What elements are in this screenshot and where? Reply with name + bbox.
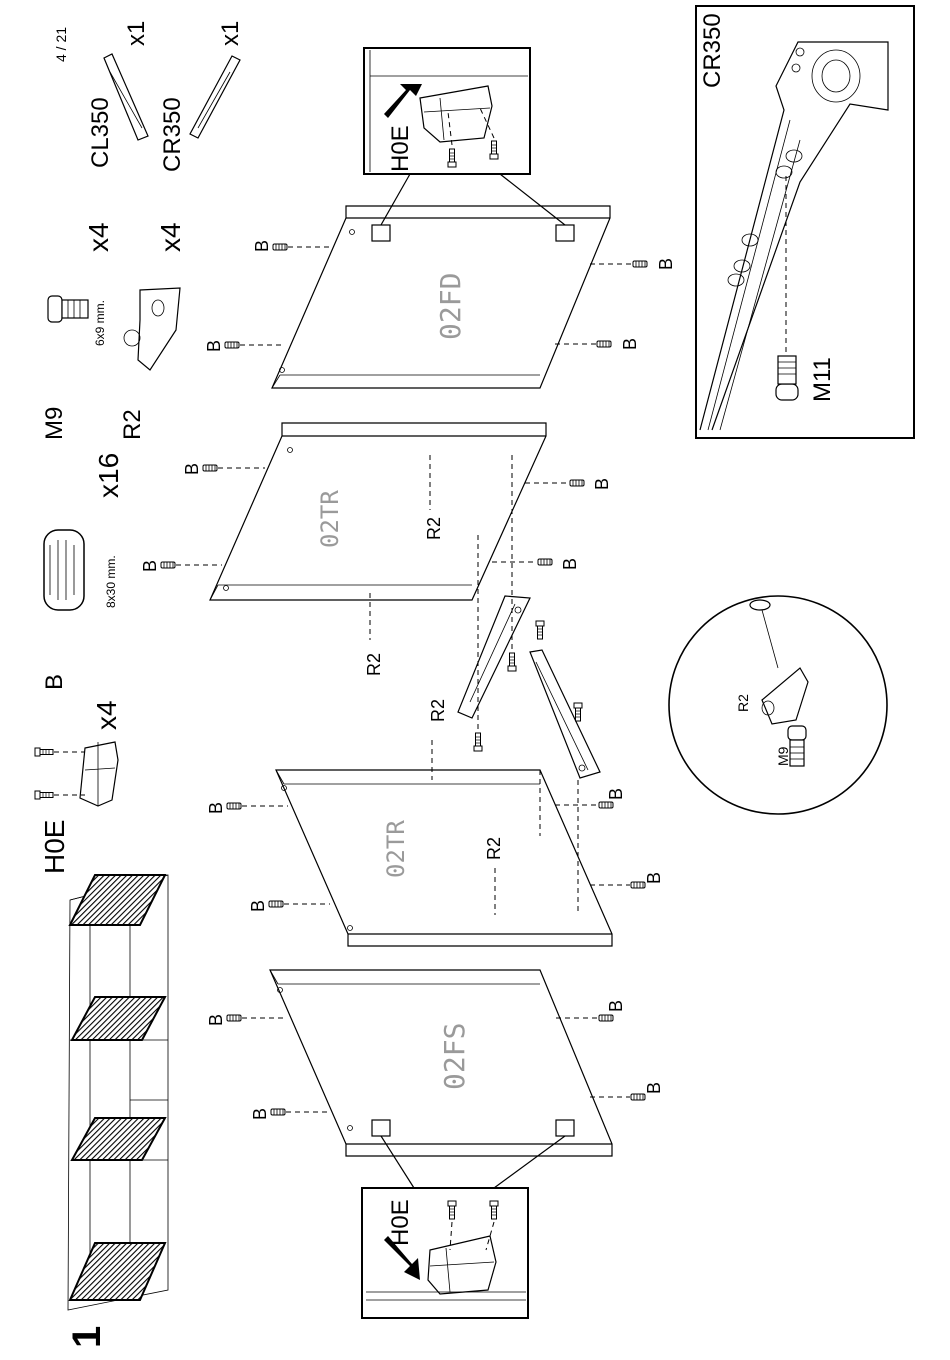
panel-label-02tr-lower: 02TR [382,820,410,878]
cr350-qty: x1 [217,21,244,46]
b-label: B [140,560,160,572]
panel-label-02fs: 02FS [438,1023,471,1090]
bracket-seat [372,1120,390,1136]
b-label: B [206,1014,226,1026]
hatched-front-2 [72,997,165,1040]
h0e-detail-right: H0E [364,48,565,225]
h0e-code: H0E [39,820,70,874]
r2-cam-icon [124,288,180,370]
dowels-02fs: B B B B [206,1000,664,1120]
cr350-box-screw: M11 [809,357,836,402]
r2-label: R2 [364,653,384,676]
runner-cl350 [458,596,530,718]
runner-cr350 [530,650,600,778]
b-label: B [606,1000,626,1012]
b-label: B [560,558,580,570]
b-label: B [644,872,664,884]
b-label: B [656,258,676,270]
r2-label: R2 [484,837,504,860]
b-label: B [644,1082,664,1094]
b-qty: x16 [93,453,124,498]
dowels-02tr-upper: B B B B [140,463,612,572]
b-label: B [252,240,272,252]
drawer-runners [458,596,600,778]
b-label: B [248,900,268,912]
panel-02fs: 02FS [270,970,612,1156]
page-indicator: 4 / 21 [53,27,69,62]
h0e-callout-left: H0E [387,1199,414,1246]
b-code: B [41,674,68,690]
cr350-runner-icon [190,56,240,138]
m9-qty: x4 [83,222,114,252]
b-label: B [250,1108,270,1120]
h0e-qty: x4 [91,700,122,730]
cl350-code: CL350 [87,97,114,168]
b-label: B [206,802,226,814]
bracket-seat [556,225,574,241]
dowel-icon [44,530,84,610]
h0e-detail-left: H0E [362,1136,565,1318]
bracket-seat [372,225,390,241]
panel-02tr-lower: 02TR [276,770,612,946]
m9-code: M9 [41,407,68,440]
r2-callouts-upper: R2 R2 [364,455,512,740]
b-label: B [182,463,202,475]
cr350-code: CR350 [159,97,186,172]
dowels-02tr-lower: B B B B [206,788,664,912]
panel-label-02fd: 02FD [434,273,467,340]
step-number: 1 [65,1326,109,1348]
panel-label-02tr-upper: 02TR [316,490,344,548]
h0e-callout-right: H0E [387,125,414,172]
cl350-qty: x1 [123,21,150,46]
furniture-overview [68,875,168,1310]
panel-02tr-upper: 02TR [210,423,546,600]
r2-label: R2 [428,699,448,722]
r2-qty: x4 [155,222,186,252]
hatched-front-1 [70,875,165,925]
r2-code: R2 [119,409,146,440]
circle-m9-label: M9 [775,746,791,766]
m9-screw-icon [48,296,88,322]
r2-callouts-lower: R2 R2 [428,699,578,915]
hatched-front-3 [72,1118,165,1160]
cr350-box-title: CR350 [699,13,726,88]
b-label: B [606,788,626,800]
circle-r2-label: R2 [735,694,751,712]
r2-m9-detail-circle: R2 M9 [669,596,887,814]
cr350-detail-box: CR350 M11 [696,6,914,438]
panel-02fd: 02FD [272,206,610,388]
parts-legend: H0E x4 B 8x30 mm. x16 M9 R2 6x9 mm. [35,21,244,874]
h0e-bracket-icon [35,742,118,806]
b-size: 8x30 mm. [104,555,118,608]
b-label: B [204,340,224,352]
r2-label: R2 [424,517,444,540]
hatched-front-4 [70,1243,165,1300]
b-label: B [592,478,612,490]
b-label: B [620,338,640,350]
m9-size: 6x9 mm. [93,300,107,346]
bracket-seat [556,1120,574,1136]
